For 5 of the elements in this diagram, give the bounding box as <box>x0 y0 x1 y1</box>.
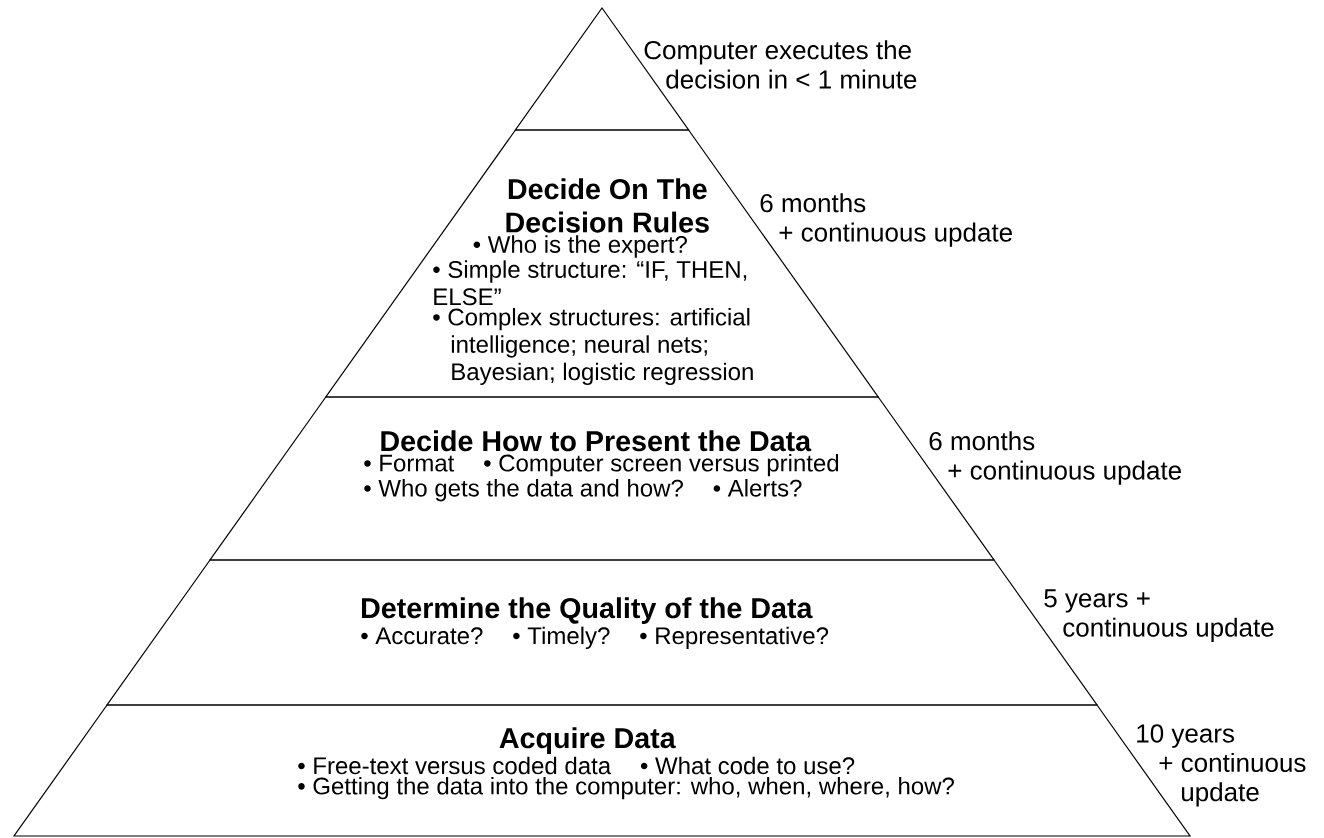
duration-note: 10 years + continuous update <box>1137 724 1306 807</box>
duration-note: 6 months + continuous update <box>929 431 1181 485</box>
duration-note: Computer executes the decision in < 1 minute <box>644 40 917 89</box>
duration-note: 5 years + continuous update <box>1044 589 1274 642</box>
duration-note: 6 months + continuous update <box>760 193 1012 247</box>
